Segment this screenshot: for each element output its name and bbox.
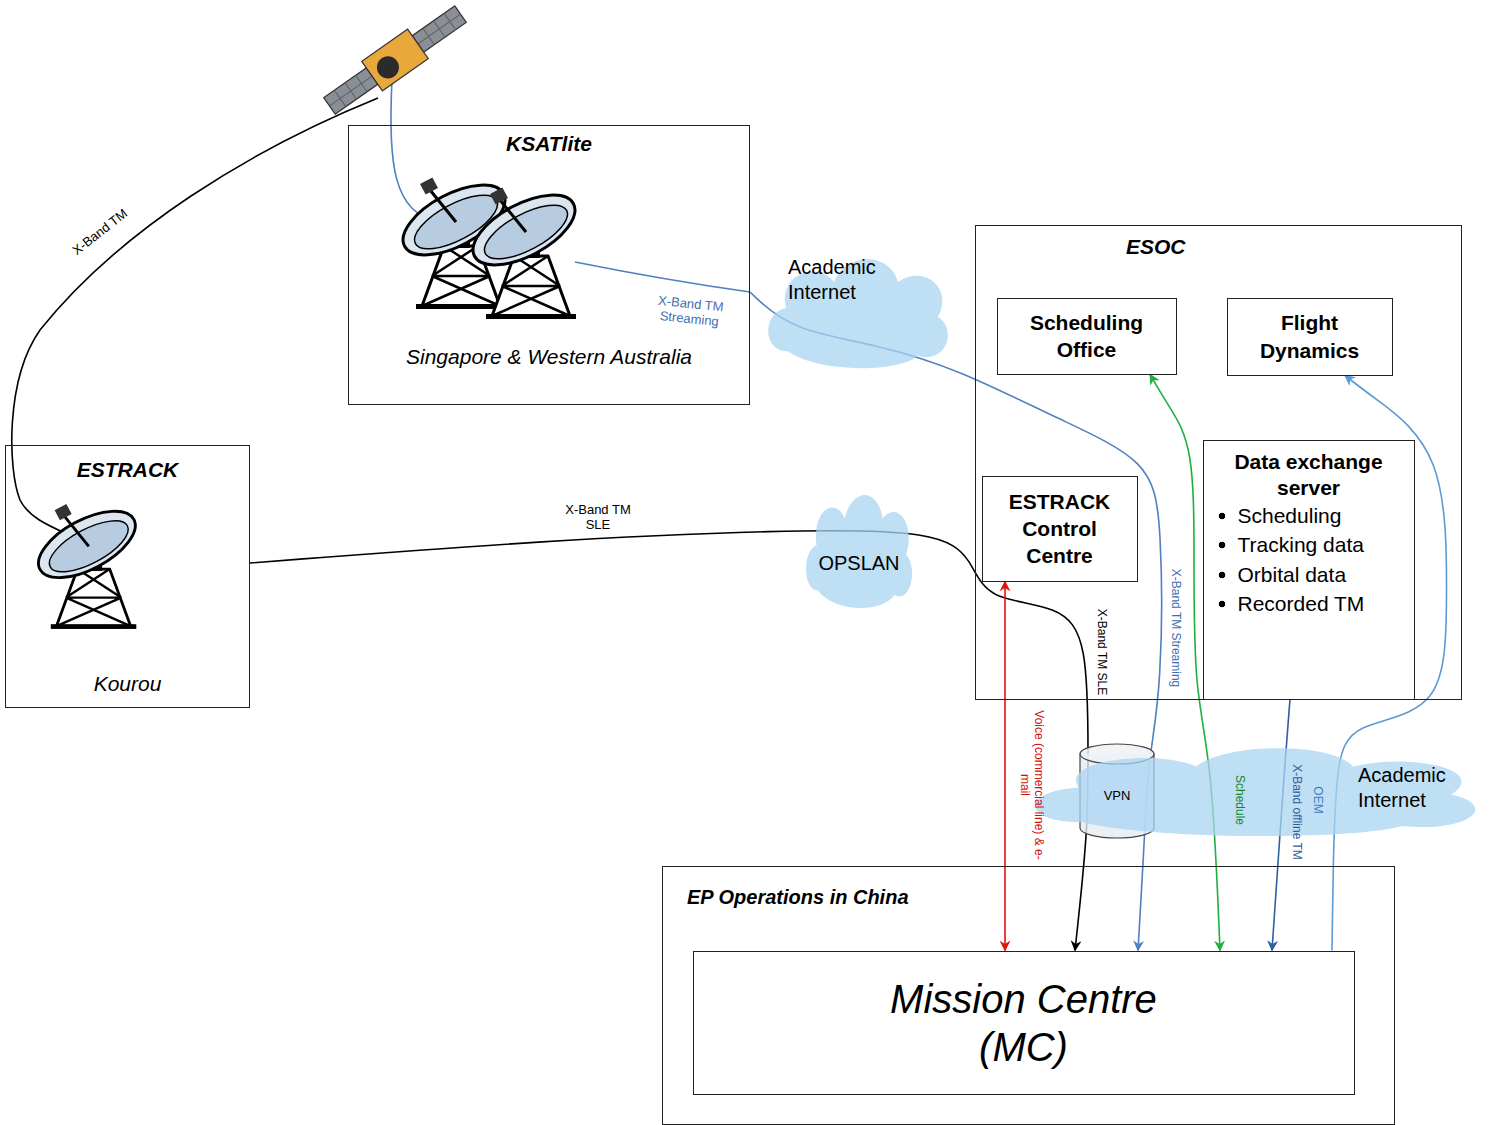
satellite — [319, 0, 471, 121]
centre-box: ESOC Scheduling Office Flight DynamicsESTR… — [975, 225, 1462, 700]
edge-label: Voice (commercial line) & e-mail — [1018, 710, 1047, 860]
cloud-shape — [800, 478, 918, 613]
edge-label: X-Band offline TM — [1290, 764, 1304, 860]
bullet-item: Orbital data — [1214, 560, 1404, 589]
edge-label: X-Band TM Streaming — [639, 292, 741, 332]
edge-label: X-Band TM SLE — [551, 503, 645, 533]
kourou-antenna — [28, 498, 145, 629]
node-label: Singapore & Western Australia — [406, 343, 692, 370]
edge-label: Schedule — [1233, 775, 1247, 825]
connector — [750, 292, 1161, 951]
connector — [250, 531, 1088, 951]
node-label: Academic Internet — [1358, 763, 1458, 813]
process-box: Scheduling Office — [997, 298, 1177, 375]
network-cloud: OPSLAN — [800, 478, 918, 613]
bullet-item: Recorded TM — [1214, 589, 1404, 618]
centre-box: EP Operations in ChinaMission Centre (MC… — [662, 866, 1395, 1125]
satellite-body — [362, 29, 429, 91]
network-cloud: Academic Internet — [1010, 735, 1500, 840]
node-label: VPN — [1104, 788, 1131, 804]
link-label: X-Band TM — [69, 206, 130, 259]
node-label: ESTRACK — [77, 456, 179, 483]
process-box: ESTRACK Control Centre — [982, 476, 1138, 582]
node-label: OPSLAN — [818, 551, 899, 575]
node-label: KSATlite — [506, 130, 592, 157]
cloud-outline — [806, 495, 912, 608]
satellite-instrument — [373, 52, 404, 83]
node-label: EP Operations in China — [687, 885, 909, 909]
link-label: X-Band TM Streaming — [1169, 567, 1183, 690]
cloud-shape — [1010, 735, 1500, 840]
process-box: Flight Dynamics — [1227, 298, 1393, 376]
bullet-item: Scheduling — [1214, 501, 1404, 530]
node-label: ESTRACK Control Centre — [991, 488, 1129, 570]
node-label: Academic Internet — [788, 255, 888, 305]
ksat-antenna — [462, 181, 585, 319]
station-box: KSATliteSingapore & Western Australia — [348, 125, 750, 405]
downlink-line — [12, 98, 378, 540]
network-cloud: Academic Internet — [758, 243, 958, 373]
connector — [1150, 375, 1220, 951]
node-label: Mission Centre (MC) — [854, 975, 1194, 1071]
edge-label: OEM — [1311, 786, 1325, 813]
server-box: Data exchange serverSchedulingTracking d… — [1203, 440, 1415, 700]
streaming-line — [575, 262, 750, 292]
bullet-item: Tracking data — [1214, 530, 1404, 559]
link-label: X-Band TM SLE — [1095, 607, 1109, 697]
station-box: ESTRACK Kourou — [5, 445, 250, 708]
node-label: Kourou — [94, 670, 162, 697]
node-label: Data exchange server — [1214, 449, 1404, 502]
node-label: ESOC — [1126, 234, 1186, 259]
panel-grid — [324, 6, 467, 114]
node-label: Flight Dynamics — [1236, 309, 1384, 364]
cloud-outline — [1035, 748, 1475, 836]
node-label: Scheduling Office — [1006, 309, 1168, 364]
mission-centre-box: Mission Centre (MC) — [693, 951, 1355, 1095]
connector — [1004, 582, 1006, 951]
